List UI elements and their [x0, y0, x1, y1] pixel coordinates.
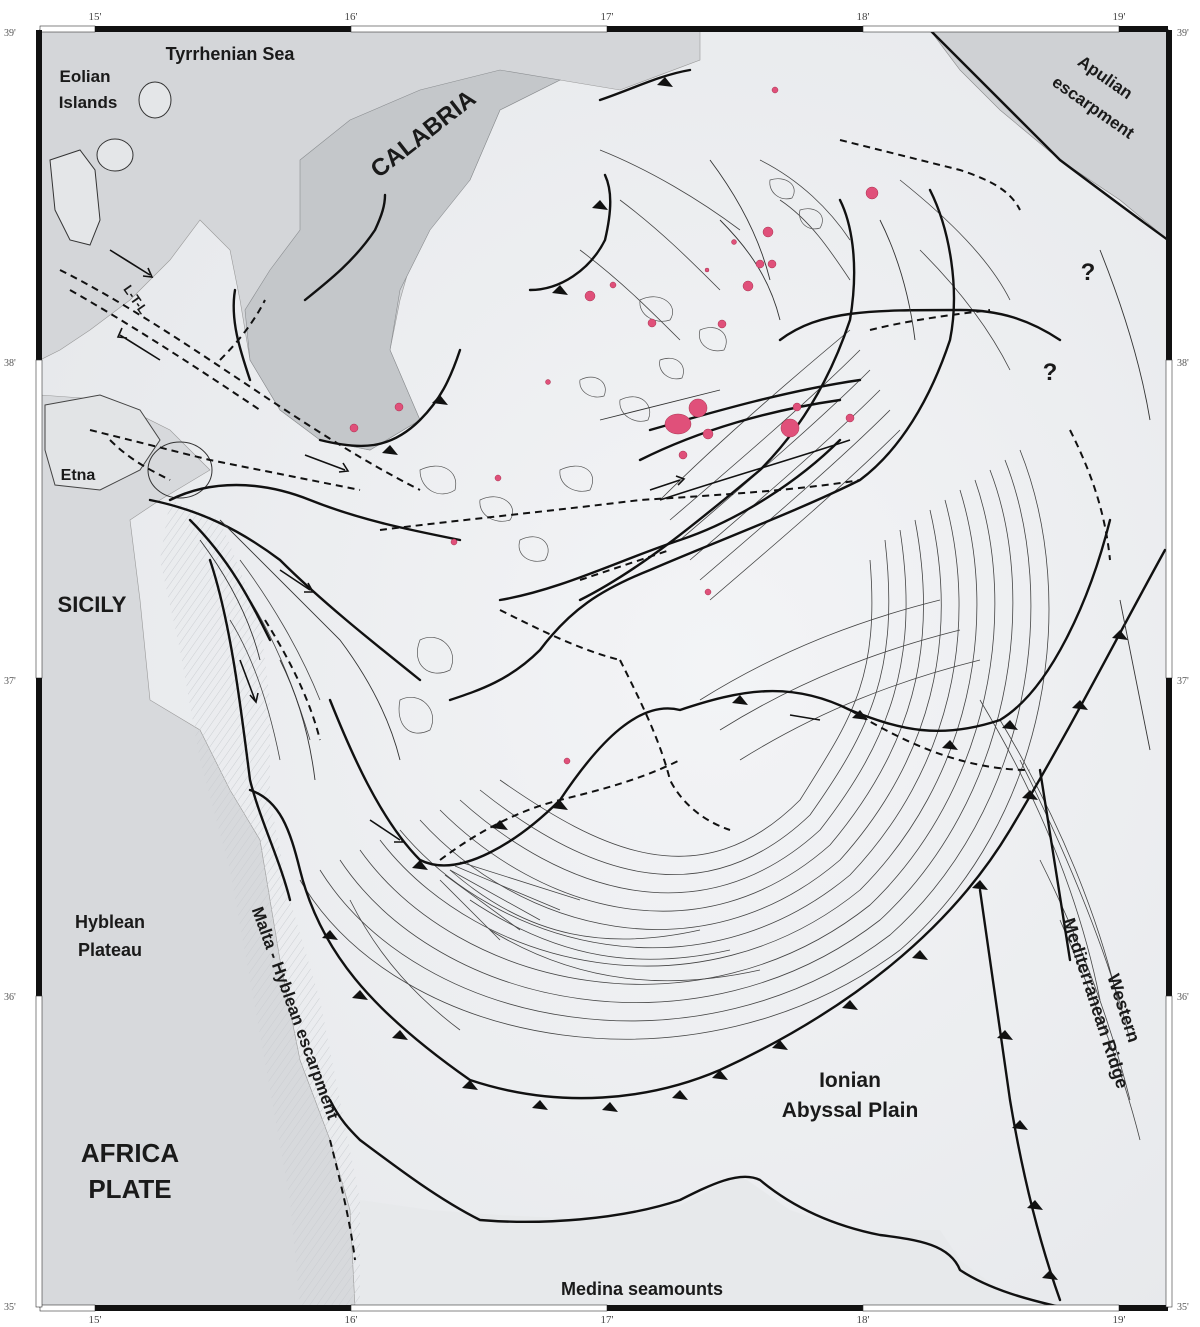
lon-tick-top-1: 16' — [345, 11, 358, 23]
medina-seamounts — [360, 1175, 1040, 1307]
major-faults — [148, 30, 1168, 1307]
label-question-1: ? — [1081, 259, 1096, 286]
lon-tick-bottom-4: 19' — [1113, 1314, 1126, 1326]
lat-tick-right-2: 37' — [1177, 676, 1189, 687]
label-hyblean-1: Hyblean — [75, 912, 145, 932]
etna-outline — [44, 394, 161, 491]
malta-hyblean-band — [160, 500, 360, 1307]
calabria-land — [244, 69, 561, 451]
label-medina: Medina seamounts — [561, 1279, 723, 1299]
label-africa-2: PLATE — [88, 1174, 171, 1204]
thrust-teeth — [322, 77, 1128, 1280]
label-etna: Etna — [61, 467, 96, 484]
inferred-faults — [59, 139, 1111, 1261]
lat-tick-left-0: 39' — [4, 28, 16, 39]
lon-tick-bottom-0: 15' — [89, 1314, 102, 1326]
lat-tick-right-1: 38' — [1177, 358, 1189, 369]
strike-slip-arrows — [109, 249, 821, 843]
label-africa-1: AFRICA — [81, 1138, 179, 1168]
lat-tick-right-4: 35' — [1177, 1302, 1189, 1313]
lon-tick-top-3: 18' — [857, 11, 870, 23]
lat-tick-left-2: 37' — [4, 676, 16, 687]
lon-tick-top-2: 17' — [601, 11, 614, 23]
apulian-land — [929, 30, 1168, 241]
bottom-scale-bar — [39, 1304, 1168, 1312]
lon-tick-bottom-3: 18' — [857, 1314, 870, 1326]
label-ionian-1: Ionian — [819, 1069, 881, 1092]
lon-tick-bottom-2: 17' — [601, 1314, 614, 1326]
wedge-striae — [229, 149, 1141, 1141]
eolian-island-3 — [49, 149, 101, 246]
left-scale-bar — [35, 30, 43, 1308]
minor-faults — [199, 159, 1151, 781]
etna-crater — [147, 441, 213, 499]
label-question-2: ? — [1043, 359, 1058, 386]
right-scale-bar — [1165, 30, 1173, 1308]
lat-tick-right-3: 36' — [1177, 992, 1189, 1003]
label-eolian-1: Eolian — [59, 67, 110, 86]
seafloor-contours — [398, 178, 823, 734]
lon-tick-top-4: 19' — [1113, 11, 1126, 23]
lat-tick-left-1: 38' — [4, 358, 16, 369]
lon-tick-bottom-1: 16' — [345, 1314, 358, 1326]
label-sicily: SICILY — [58, 592, 127, 617]
lat-tick-left-3: 36' — [4, 992, 16, 1003]
lon-tick-top-0: 15' — [89, 11, 102, 23]
label-hyblean-2: Plateau — [78, 940, 142, 960]
eolian-island-1 — [138, 81, 172, 119]
label-tyrrhenian-sea: Tyrrhenian Sea — [166, 44, 296, 64]
top-scale-bar — [39, 25, 1168, 33]
label-eolian-2: Islands — [59, 93, 118, 112]
lat-tick-left-4: 35' — [4, 1302, 16, 1313]
lat-tick-right-0: 39' — [1177, 28, 1189, 39]
mud-volcanoes — [349, 86, 879, 765]
label-ionian-2: Abyssal Plain — [782, 1099, 919, 1122]
eolian-island-2 — [96, 138, 134, 172]
